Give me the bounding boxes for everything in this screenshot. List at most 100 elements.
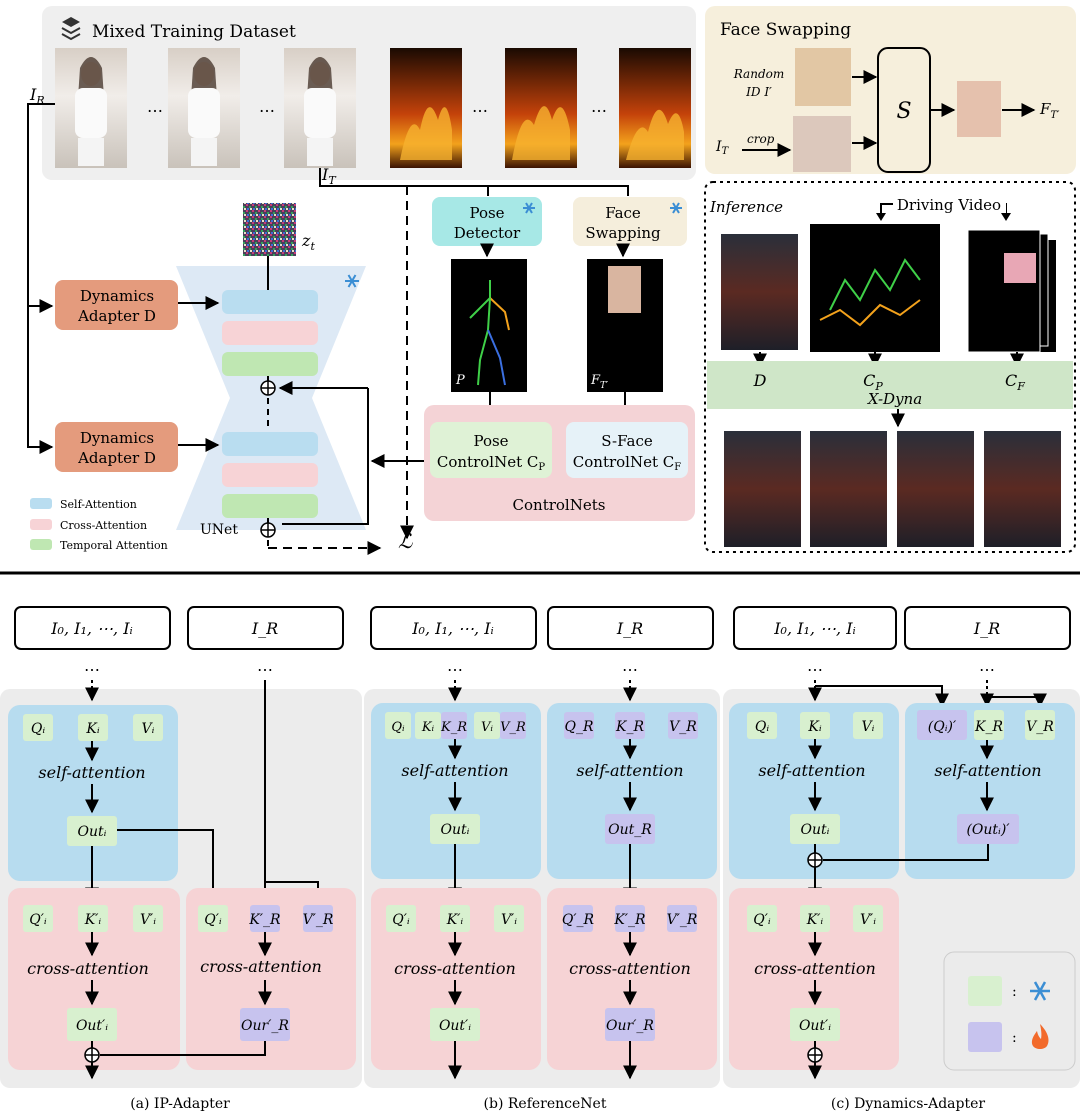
loss-label: ℒ [398,529,413,553]
svg-text:X-Dyna: X-Dyna [867,390,922,408]
face-swapping-panel: Face Swapping Random ID I′ crop IT S FT′ [705,6,1076,174]
svg-text:(a) IP-Adapter: (a) IP-Adapter [130,1096,230,1112]
svg-text:cross-attention: cross-attention [394,959,516,978]
svg-text:V_R: V_R [500,720,526,735]
fire-frame-1 [390,48,462,168]
svg-text:CF: CF [1005,371,1025,393]
svg-text:Out′ᵢ: Out′ᵢ [799,1018,831,1034]
svg-text:Out′ᵢ: Out′ᵢ [439,1018,471,1034]
unet-self-attention-2 [222,432,318,456]
fire-frame-3 [619,48,691,168]
svg-text:Qᵢ: Qᵢ [755,719,769,735]
svg-text::: : [1012,984,1017,1000]
svg-text:self-attention: self-attention [934,761,1041,780]
snowflake-icon [1030,981,1050,1001]
svg-text::: : [1012,1030,1017,1046]
unet-cross-attention-1 [222,321,318,345]
svg-text:ControlNet CF: ControlNet CF [573,453,681,473]
inference-panel: Inference Driving Video D CP CF X-Dyna [704,181,1076,553]
svg-text:Temporal Attention: Temporal Attention [60,539,168,552]
unet-label: UNet [200,522,238,538]
unet-temporal-attention-1 [222,352,318,376]
svg-text:D: D [753,371,767,390]
mixed-training-dataset-panel: Mixed Training Dataset … … [42,6,696,180]
svg-text:K′ᵢ: K′ᵢ [446,912,464,928]
svg-text:Outᵢ: Outᵢ [441,822,470,838]
svg-text:Outᵢ: Outᵢ [801,822,830,838]
output-frame-4 [984,431,1061,547]
svg-text:Dynamics: Dynamics [80,429,154,447]
svg-text:⋯: ⋯ [979,660,995,679]
svg-text:⋯: ⋯ [84,660,100,679]
svg-text:Q′ᵢ: Q′ᵢ [392,912,410,928]
svg-text:Kᵢ: Kᵢ [85,721,99,737]
svg-text:ID I′: ID I′ [745,85,772,99]
svg-text:Self-Attention: Self-Attention [60,498,137,511]
label-i-t: IT [321,165,337,187]
svg-text:V_R: V_R [669,719,697,735]
svg-text:Driving Video: Driving Video [897,196,1001,214]
svg-text:I₀, I₁, ⋯, Iᵢ: I₀, I₁, ⋯, Iᵢ [50,619,133,638]
svg-text:Dynamics: Dynamics [80,287,154,305]
svg-text:V′ᵢ: V′ᵢ [140,912,156,928]
svg-text:I_R: I_R [616,619,643,638]
arrow-ir-to-adapter-2 [27,306,54,454]
dataset-title: Mixed Training Dataset [92,22,296,42]
svg-text:S: S [896,99,911,124]
svg-text:crop: crop [747,132,775,146]
svg-text:Q′ᵢ: Q′ᵢ [753,912,771,928]
face-swapping-box: Face Swapping [573,197,687,246]
svg-text:Our′_R: Our′_R [241,1018,289,1034]
unet-cross-attention-2 [222,463,318,487]
svg-text:ControlNet CP: ControlNet CP [437,453,545,473]
panel-ip-adapter: I₀, I₁, ⋯, Iᵢ I_R ⋯ ⋯ Qᵢ Kᵢ Vᵢ self-atte… [0,606,362,1112]
ellipsis-1: … [147,97,163,116]
random-id-face [795,48,851,106]
svg-text:Outᵢ: Outᵢ [78,824,107,840]
svg-text:Our′_R: Our′_R [606,1018,654,1034]
svg-text:Q′_R: Q′_R [562,912,595,928]
svg-text:I_R: I_R [973,619,1000,638]
svg-text:(Qᵢ)′: (Qᵢ)′ [928,719,957,735]
arrow-ir-to-adapter-1 [27,103,55,313]
svg-text:self-attention: self-attention [758,761,865,780]
svg-text:cross-attention: cross-attention [754,959,876,978]
output-frame-2 [810,431,887,547]
svg-text:Out′ᵢ: Out′ᵢ [76,1018,108,1034]
svg-text:Face Swapping: Face Swapping [720,20,851,40]
svg-text:Out_R: Out_R [608,822,652,838]
line-it [319,168,629,196]
svg-text:FT′: FT′ [590,373,608,391]
human-frame-3 [284,48,356,168]
svg-text:I_R: I_R [251,619,278,638]
svg-text:I₀, I₁, ⋯, Iᵢ: I₀, I₁, ⋯, Iᵢ [411,619,494,638]
dynamics-adapter-2: Dynamics Adapter D [55,422,178,472]
svg-text:Vᵢ: Vᵢ [862,719,875,735]
frozen-trainable-legend [943,951,1076,1071]
svg-text:Kᵢ: Kᵢ [421,720,435,735]
svg-text:FT′: FT′ [1039,100,1060,121]
output-frame-3 [897,431,974,547]
snowflake-icon [670,202,682,214]
svg-text:Q_R: Q_R [564,719,593,735]
svg-text:K_R: K_R [615,719,644,735]
svg-text:Swapping: Swapping [585,224,661,242]
snowflake-icon [345,274,359,288]
unet-self-attention-1 [222,290,318,314]
snowflake-icon [523,202,535,214]
pose-map: P [451,259,527,392]
ellipsis-3: … [472,97,488,116]
svg-text:Face: Face [605,204,641,222]
svg-text:cross-attention: cross-attention [569,959,691,978]
svg-text:K_R: K_R [440,720,467,735]
dynamics-adapter-1: Dynamics Adapter D [55,280,178,330]
label-z-t: zt [301,231,315,253]
fire-icon [1031,1024,1049,1049]
svg-text:Vᵢ: Vᵢ [481,720,493,735]
swapped-face [957,81,1001,137]
fire-frame-2 [505,48,577,168]
panel-referencenet: I₀, I₁, ⋯, Iᵢ I_R ⋯ ⋯ Qᵢ Kᵢ K_R Vᵢ V_R Q… [364,606,720,1112]
svg-text:Q′ᵢ: Q′ᵢ [29,912,47,928]
svg-text:K′_R: K′_R [613,912,646,928]
svg-text:K_R: K_R [974,719,1003,735]
